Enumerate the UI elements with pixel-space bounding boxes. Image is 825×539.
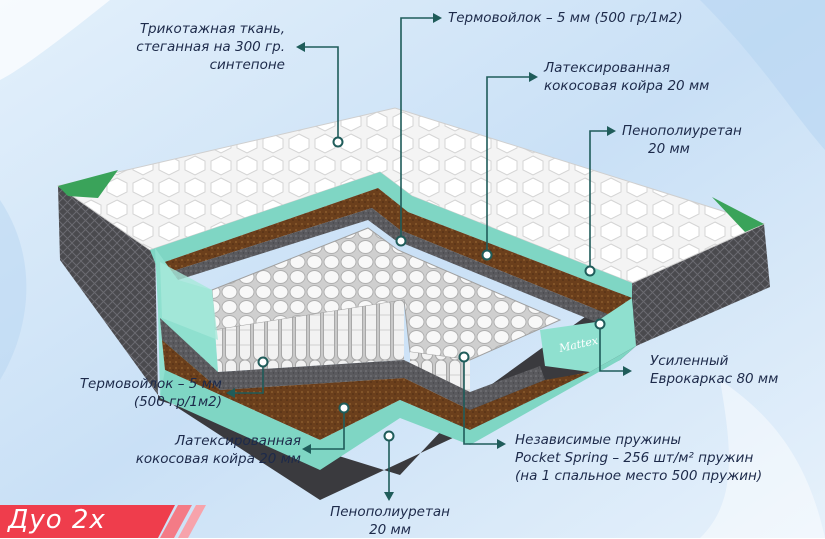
euroframe-right xyxy=(540,298,636,372)
arrow-foam-top xyxy=(607,126,616,136)
leader-lines xyxy=(232,17,626,495)
marker-springs xyxy=(458,351,470,363)
label-line: Термовойлок – 5 мм (500 гр/1м2) xyxy=(448,10,683,26)
label-line: Еврокаркас 80 мм xyxy=(650,371,779,387)
coir-layer-top xyxy=(156,188,632,315)
background-wave xyxy=(700,0,825,150)
leader-felt-bottom xyxy=(232,362,264,394)
corner-accent xyxy=(58,170,118,198)
leader-coir-bottom xyxy=(308,408,345,450)
arrow-foam-bottom xyxy=(384,492,394,501)
label-line: Термовойлок – 5 мм xyxy=(79,376,222,392)
coir-layer-bottom xyxy=(162,340,590,440)
marker-foam-top xyxy=(584,265,596,277)
felt-layer-top xyxy=(170,208,610,322)
label-line: кокосовая койра 20 мм xyxy=(135,451,301,467)
label-line: Pocket Spring – 256 шт/м² пружин xyxy=(515,450,754,466)
leader-felt-top xyxy=(400,17,436,240)
brand-banner-chevron xyxy=(160,505,192,538)
marker-coir-top xyxy=(481,249,493,261)
mattress-side-right xyxy=(632,224,770,346)
label-springs: Независимые пружины Pocket Spring – 256 … xyxy=(515,431,762,485)
corner-accent xyxy=(712,197,764,232)
felt-layer-bottom xyxy=(160,318,545,410)
label-line: 20 мм xyxy=(648,141,690,157)
marker-felt-bottom xyxy=(257,356,269,368)
arrow-coir-top xyxy=(529,72,538,82)
marker-coir-bottom xyxy=(338,402,350,414)
label-foam-bottom: Пенополиуретан 20 мм xyxy=(326,503,454,539)
marker-knit xyxy=(332,136,344,148)
brand-banner xyxy=(0,505,175,538)
brand-name: Дуо 2х xyxy=(8,505,106,535)
euroframe-left-face xyxy=(160,262,218,340)
label-line: Усиленный xyxy=(650,353,729,369)
arrow-felt-top xyxy=(433,13,442,23)
arrow-felt-bottom xyxy=(226,388,235,398)
marker-foam-bottom xyxy=(383,430,395,442)
leader-frame xyxy=(599,324,626,372)
arrow-springs xyxy=(497,439,506,449)
arrow-knit xyxy=(296,42,305,52)
background-wave xyxy=(700,380,825,538)
arrow-frame xyxy=(623,366,632,376)
foam-layer-top xyxy=(150,172,632,298)
background-wave xyxy=(0,200,27,380)
label-euroframe: Усиленный Еврокаркас 80 мм xyxy=(650,352,778,388)
label-line: Латексированная xyxy=(544,60,671,76)
label-line: Пенополиуретан xyxy=(622,123,742,139)
label-foam-top: Пенополиуретан 20 мм xyxy=(622,122,742,158)
label-line: стеганная на 300 гр. xyxy=(136,39,285,55)
label-knit-fabric: Трикотажная ткань, стеганная на 300 гр. … xyxy=(105,20,285,74)
brand-banner-chevron xyxy=(178,505,206,538)
arrow-coir-bottom xyxy=(302,444,311,454)
label-line: кокосовая койра 20 мм xyxy=(544,78,710,94)
leader-foam-top xyxy=(589,130,610,270)
label-felt-top: Термовойлок – 5 мм (500 гр/1м2) xyxy=(448,9,683,27)
marker-felt-top xyxy=(395,235,407,247)
leader-knit xyxy=(302,46,339,142)
label-coir-bottom: Латексированная кокосовая койра 20 мм xyxy=(95,432,301,468)
leader-coir-top xyxy=(486,76,532,254)
label-line: Пенополиуретан xyxy=(330,504,450,520)
markers xyxy=(257,136,606,442)
label-line: (на 1 спальное место 500 пружин) xyxy=(515,468,763,484)
label-line: синтепоне xyxy=(209,57,285,73)
marker-frame xyxy=(594,318,606,330)
label-line: Независимые пружины xyxy=(515,432,682,448)
spring-block-front-left xyxy=(215,300,404,372)
leader-springs xyxy=(463,357,500,445)
background-wave xyxy=(0,0,110,80)
label-line: Трикотажная ткань, xyxy=(139,21,285,37)
label-line: Латексированная xyxy=(174,433,301,449)
arrow-heads xyxy=(226,13,632,501)
label-coir-top: Латексированная кокосовая койра 20 мм xyxy=(544,59,709,95)
label-felt-bottom: Термовойлок – 5 мм (500 гр/1м2) xyxy=(40,375,222,411)
foam-layer-bottom xyxy=(160,346,636,470)
label-line: (500 гр/1м2) xyxy=(133,394,222,410)
label-line: 20 мм xyxy=(369,522,411,538)
